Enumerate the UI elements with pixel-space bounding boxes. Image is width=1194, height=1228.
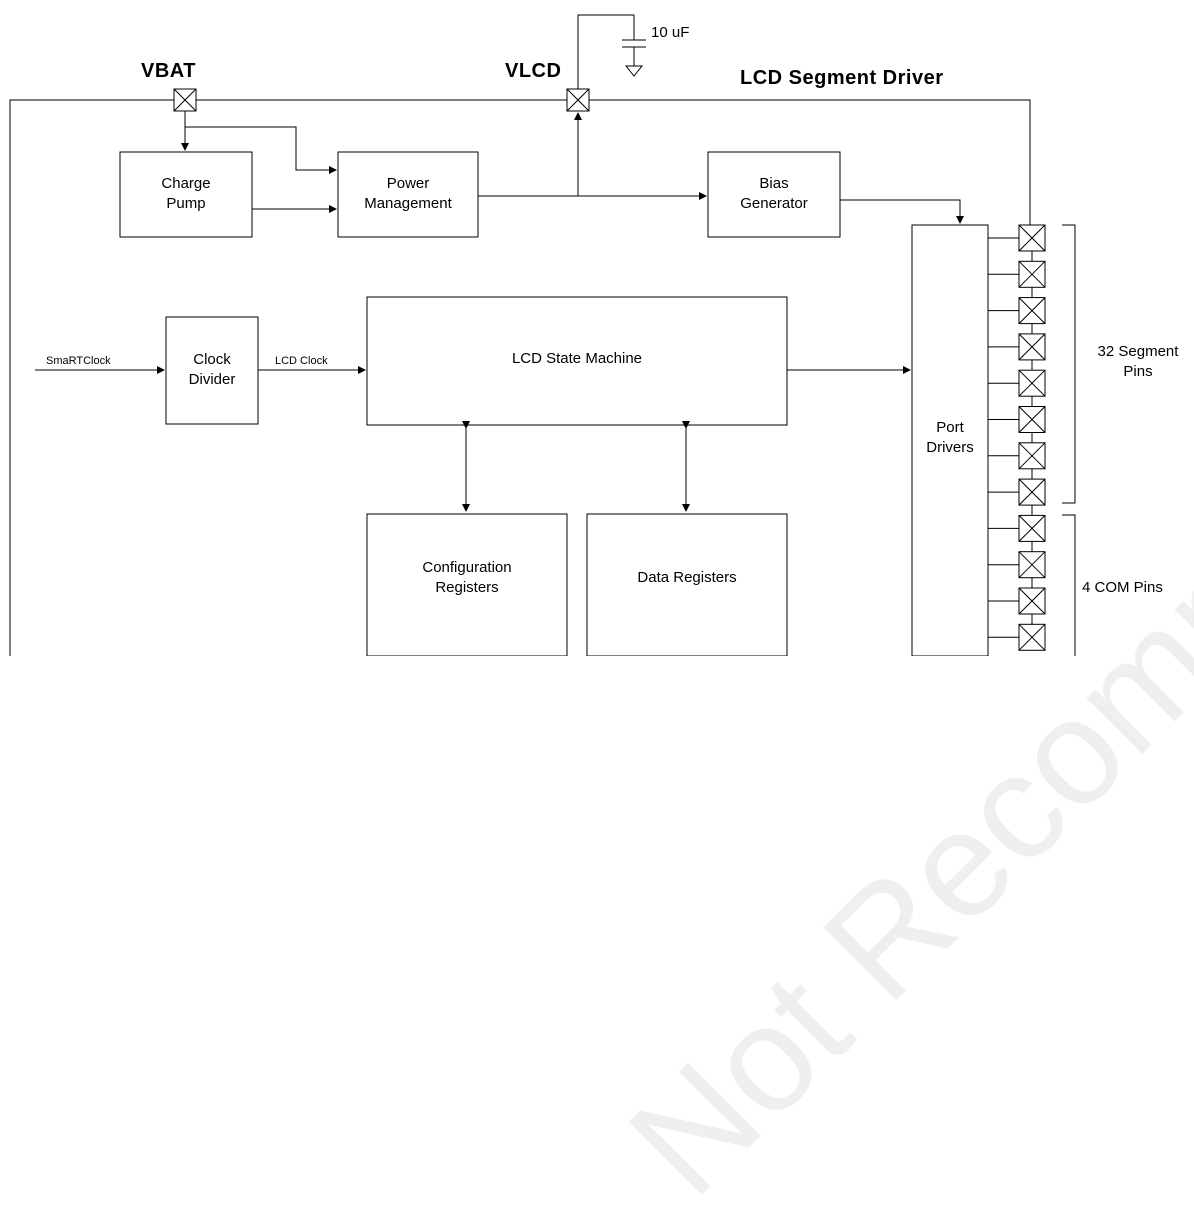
pin-column xyxy=(988,224,1046,651)
data-registers-label: Data Registers xyxy=(637,569,737,586)
vbat-to-power-mgmt xyxy=(185,126,337,174)
smartclock-signal-label: SmaRTClock xyxy=(46,355,111,367)
segment-pin-pad xyxy=(988,260,1046,298)
clock-divider-label: Clock Divider xyxy=(166,350,258,390)
capacitor-wire xyxy=(577,14,646,89)
bias-generator-label: Bias Generator xyxy=(708,174,840,214)
data-registers-block xyxy=(586,513,788,656)
port-drivers-label: Port Drivers xyxy=(912,418,988,458)
config-registers-label: Configuration Registers xyxy=(367,558,567,598)
config-registers-block xyxy=(366,513,568,656)
ground-symbol xyxy=(624,65,644,77)
power-management-line-2: Management xyxy=(364,195,452,212)
vbat-pad xyxy=(173,88,197,112)
state-machine-block xyxy=(366,296,788,426)
segment-pin-pad xyxy=(988,297,1046,334)
capacitor-label: 10 uF xyxy=(651,24,690,41)
charge-pump-line-1: Charge xyxy=(161,175,211,192)
com-pin-pad xyxy=(988,587,1046,625)
segment-pin-pad xyxy=(988,478,1046,516)
segment-pins-label: 32 Segment Pins xyxy=(1082,342,1194,382)
bias-generator-block xyxy=(707,151,841,238)
segment-pin-pad xyxy=(988,406,1046,443)
vbat-label: VBAT xyxy=(141,60,196,82)
com-pins-bracket xyxy=(1062,514,1076,656)
clock-divider-line-1: Clock xyxy=(193,351,231,368)
port-drivers-line-1: Port xyxy=(936,419,964,436)
bias-generator-line-1: Bias xyxy=(759,175,789,192)
diagram-title: LCD Segment Driver xyxy=(740,67,944,89)
segment-pins-bracket xyxy=(1062,224,1076,504)
power-management-label: Power Management xyxy=(338,174,478,214)
segment-pin-pad xyxy=(988,224,1046,262)
segment-pin-pad xyxy=(988,442,1046,480)
charge-pump-line-2: Pump xyxy=(166,195,206,212)
power-management-line-1: Power xyxy=(386,175,430,192)
vlcd-label: VLCD xyxy=(505,60,562,82)
config-registers-line-2: Registers xyxy=(435,579,499,596)
charge-pump-block xyxy=(119,151,253,238)
com-pins-label: 4 COM Pins xyxy=(1082,579,1163,596)
clock-divider-line-2: Divider xyxy=(188,371,236,388)
com-pin-pad xyxy=(988,551,1046,588)
port-drivers-block xyxy=(911,224,989,656)
bias-generator-line-2: Generator xyxy=(740,195,808,212)
config-registers-line-1: Configuration xyxy=(422,559,512,576)
power-management-block xyxy=(337,151,479,238)
port-drivers-line-2: Drivers xyxy=(926,439,974,456)
charge-pump-label: Charge Pump xyxy=(120,174,252,214)
outer-border xyxy=(9,99,1031,656)
bias-to-port-drivers xyxy=(840,199,964,224)
com-pin-pad xyxy=(988,623,1046,651)
segment-pins-line-2: Pins xyxy=(1123,363,1153,380)
vlcd-pad xyxy=(566,88,590,112)
block-diagram xyxy=(9,14,1076,656)
state-machine-label: LCD State Machine xyxy=(511,350,643,367)
com-pin-pad xyxy=(988,514,1046,552)
segment-pin-pad xyxy=(988,369,1046,407)
segment-pin-pad xyxy=(988,333,1046,371)
lcd-clock-signal-label: LCD Clock xyxy=(275,355,328,367)
segment-pins-line-1: 32 Segment xyxy=(1097,343,1179,360)
